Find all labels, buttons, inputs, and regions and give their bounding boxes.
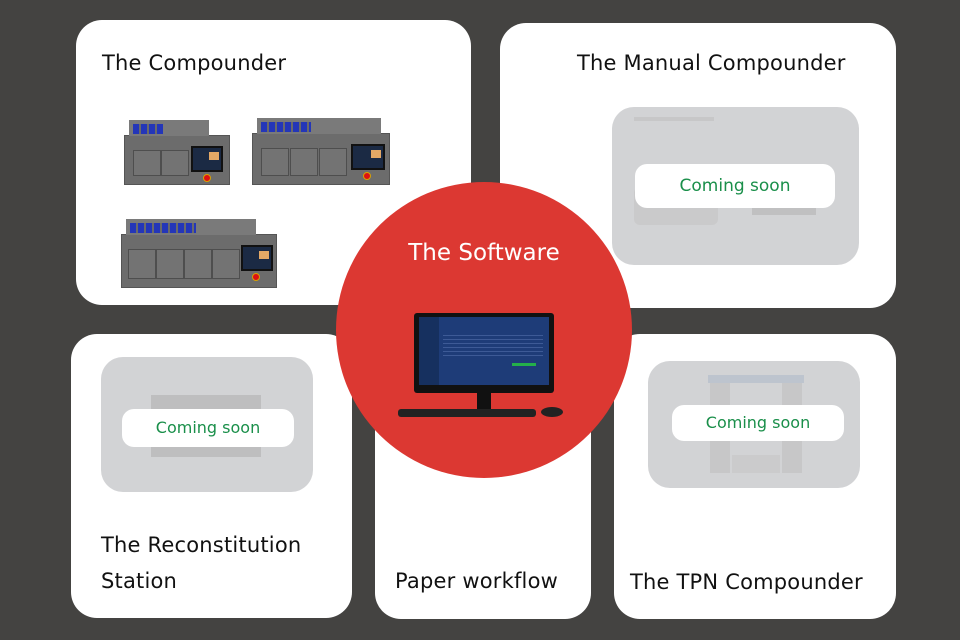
card-title-line1: The Reconstitution xyxy=(101,533,302,557)
card-title: The TPN Compounder xyxy=(630,570,863,594)
keyboard xyxy=(398,409,536,417)
compounder-machine-large xyxy=(121,219,277,288)
monitor-stand xyxy=(477,393,491,409)
card-title: The Software xyxy=(408,240,560,266)
coming-soon-badge: Coming soon xyxy=(635,164,835,208)
card-title: The Manual Compounder xyxy=(577,51,846,75)
compounder-machine-small xyxy=(124,120,230,185)
coming-soon-badge: Coming soon xyxy=(122,409,294,447)
card-tpn-compounder[interactable]: Coming soon The TPN Compounder xyxy=(614,334,896,619)
mouse xyxy=(541,407,563,417)
card-title: The Compounder xyxy=(102,51,287,75)
compounder-machine-medium xyxy=(252,118,390,185)
monitor-screen xyxy=(419,317,549,385)
card-reconstitution-station[interactable]: Coming soon The Reconstitution Station xyxy=(71,334,352,618)
coming-soon-badge: Coming soon xyxy=(672,405,844,441)
card-compounder[interactable]: The Compounder xyxy=(76,20,471,305)
card-title: Paper workflow xyxy=(395,569,559,593)
card-software[interactable]: The Software xyxy=(336,182,632,478)
monitor xyxy=(414,313,554,393)
card-title-line2: Station xyxy=(101,569,178,593)
